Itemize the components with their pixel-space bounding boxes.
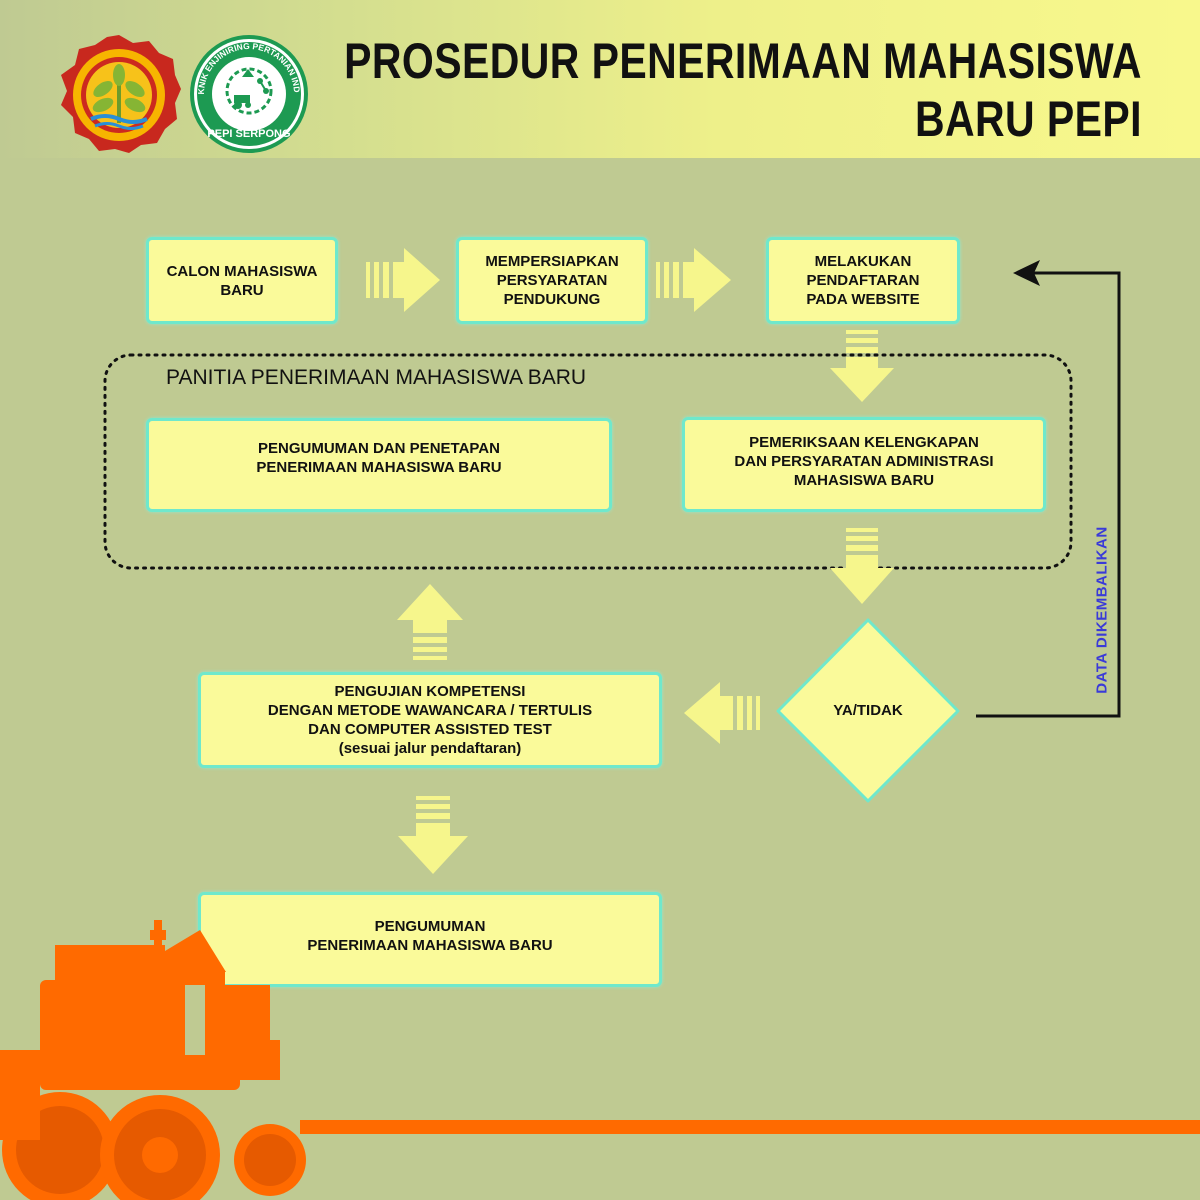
step-text-line: PENERIMAAN MAHASISWA BARU — [256, 459, 502, 476]
step-text-line: PENERIMAAN MAHASISWA BARU — [307, 936, 553, 954]
step-text-line: PENDAFTARAN — [806, 272, 920, 289]
step-text-line: PENDUKUNG — [503, 291, 601, 308]
step-text-line: PENGUJIAN KOMPETENSI — [334, 683, 526, 700]
tractor-icon — [0, 920, 306, 1200]
return-connector-line — [976, 271, 1121, 718]
arrow-left — [684, 682, 760, 744]
step-text-line: DAN PERSYARATAN ADMINISTRASI — [734, 453, 994, 470]
step-pengujian-kompetensi: PENGUJIAN KOMPETENSI DENGAN METODE WAWAN… — [198, 672, 662, 768]
step-text-line: MAHASISWA BARU — [793, 472, 935, 489]
step-text-line: PADA WEBSITE — [806, 291, 920, 308]
step-pemeriksaan-kelengkapan: PEMERIKSAAN KELENGKAPAN DAN PERSYARATAN … — [682, 417, 1046, 512]
step-text-line: CALON MAHASISWA — [166, 262, 318, 280]
arrow-right-2 — [656, 248, 731, 312]
step-pengumuman-akhir: PENGUMUMAN PENERIMAAN MAHASISWA BARU — [198, 892, 662, 987]
step-text-line: DENGAN METODE WAWANCARA / TERTULIS — [267, 702, 593, 719]
step-text-line: PERSYARATAN — [496, 272, 608, 289]
step-text-line: BARU — [220, 281, 264, 299]
page-title: PROSEDUR PENERIMAAN MAHASISWA BARU PEPI — [344, 32, 1142, 148]
step-mempersiapkan-persyaratan: MEMPERSIAPKAN PERSYARATAN PENDUKUNG — [456, 237, 648, 324]
step-text-line: PENGUMUMAN DAN PENETAPAN — [258, 440, 500, 457]
arrow-down-2 — [830, 528, 894, 604]
arrow-down-3 — [398, 796, 468, 874]
step-text-line: MEMPERSIAPKAN — [485, 253, 619, 270]
ministry-emblem-icon — [61, 35, 181, 153]
return-arrowhead-icon — [1013, 260, 1040, 286]
pepi-serpong-logo-icon: POLITEKNIK ENJINIRING PERTANIAN INDONESI… — [188, 33, 308, 153]
title-line-2: BARU PEPI — [915, 91, 1142, 147]
step-pendaftaran-website: MELAKUKAN PENDAFTARAN PADA WEBSITE — [766, 237, 960, 324]
step-pengumuman-penetapan: PENGUMUMAN DAN PENETAPAN PENERIMAAN MAHA… — [146, 418, 612, 512]
step-calon-mahasiswa: CALON MAHASISWA BARU — [146, 237, 338, 324]
arrow-right-1 — [366, 248, 440, 312]
orange-footer-stripe — [300, 1120, 1200, 1134]
committee-panel-label: PANITIA PENERIMAAN MAHASISWA BARU — [166, 366, 587, 389]
step-text-line: (sesuai jalur pendaftaran) — [338, 740, 522, 757]
decision-label: YA/TIDAK — [833, 701, 903, 719]
decision-diamond — [776, 618, 960, 803]
arrow-up — [397, 584, 463, 660]
title-line-1: PROSEDUR PENERIMAAN MAHASISWA — [344, 33, 1142, 89]
arrow-down-1 — [830, 330, 894, 402]
step-text-line: PEMERIKSAAN KELENGKAPAN — [749, 434, 979, 451]
step-text-line: PENGUMUMAN — [374, 917, 486, 935]
pepi-bottom-text: PEPI SERPONG — [207, 128, 290, 140]
step-text-line: DAN COMPUTER ASSISTED TEST — [308, 721, 552, 738]
step-text-line: MELAKUKAN — [814, 253, 912, 270]
